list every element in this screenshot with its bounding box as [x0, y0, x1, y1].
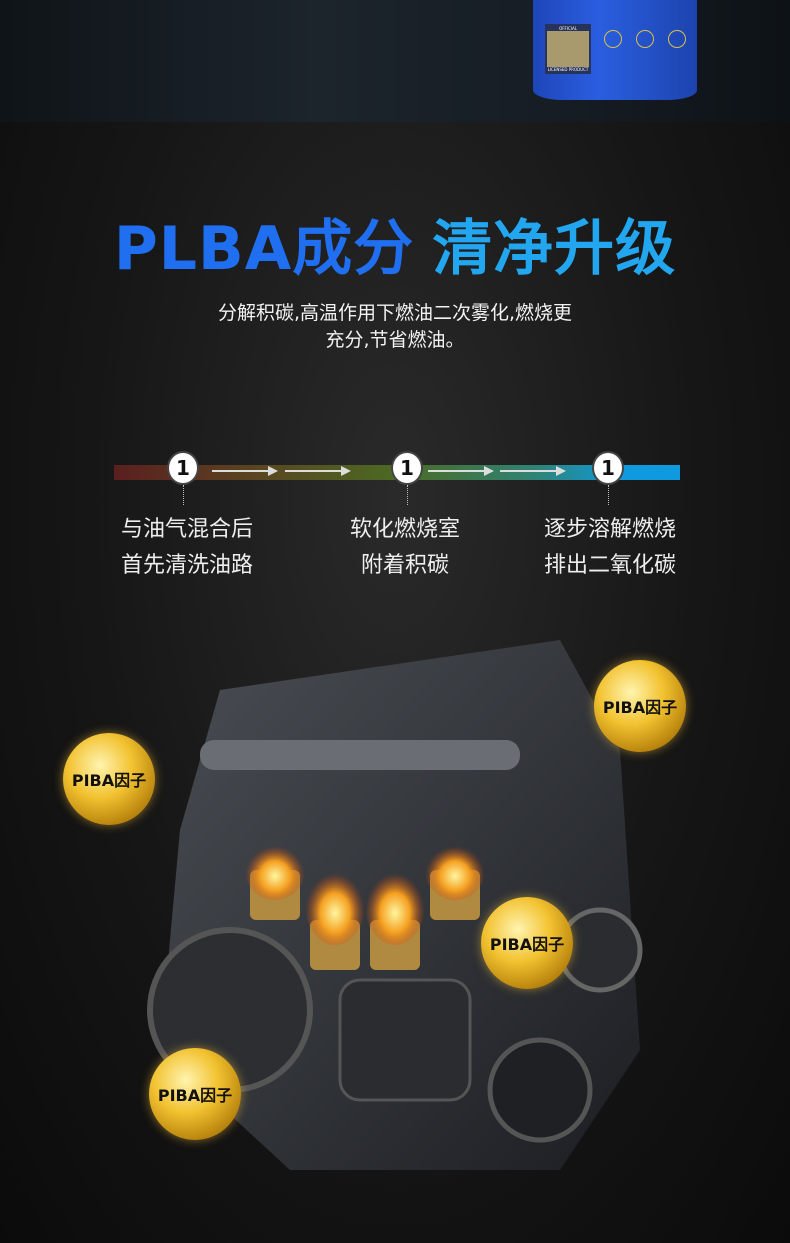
step-node-1: 1: [167, 451, 199, 485]
molecule-icon: [636, 30, 654, 48]
product-banner: OFFICIAL LICENSED PRODUCT: [0, 0, 790, 122]
step-node-3: 1: [592, 451, 624, 485]
description-line1: 分解积碳,高温作用下燃油二次雾化,燃烧更: [217, 302, 573, 324]
step-line: 附着积碳: [360, 553, 449, 578]
step-line: 与油气混合后: [120, 517, 253, 542]
step-2-text: 软化燃烧室附着积碳: [305, 512, 505, 584]
step-line: 排出二氧化碳: [543, 553, 676, 578]
step-3-text: 逐步溶解燃烧排出二氧化碳: [510, 512, 710, 584]
headline-part1: PLBA成分: [113, 214, 415, 284]
piba-factor-ball: PIBA因子: [594, 660, 686, 752]
step-1-text: 与油气混合后首先清洗油路: [87, 512, 287, 584]
headline-part2: 清净升级: [432, 214, 677, 284]
arrow-icon: [212, 466, 278, 476]
step-line: 逐步溶解燃烧: [543, 517, 676, 542]
connector: [407, 485, 408, 505]
badge-top-text: OFFICIAL: [547, 26, 589, 31]
description-line2: 充分,节省燃油。: [325, 329, 465, 351]
piba-factor-ball: PIBA因子: [149, 1048, 241, 1140]
badge-bottom-text: LICENSED PRODUCT: [547, 67, 589, 72]
step-line: 软化燃烧室: [349, 517, 460, 542]
arrow-icon: [428, 466, 494, 476]
shield-icon: [604, 30, 622, 48]
piba-factor-ball: PIBA因子: [481, 897, 573, 989]
arrow-icon: [285, 466, 351, 476]
connector: [608, 485, 609, 505]
license-badge: OFFICIAL LICENSED PRODUCT: [545, 24, 591, 74]
fuel-can-icon: [668, 30, 686, 48]
piba-factor-ball: PIBA因子: [63, 733, 155, 825]
arrow-icon: [500, 466, 566, 476]
step-node-2: 1: [391, 451, 423, 485]
description: 分解积碳,高温作用下燃油二次雾化,燃烧更充分,节省燃油。: [0, 300, 790, 354]
connector: [183, 485, 184, 505]
headline: PLBA成分清净升级: [0, 200, 790, 287]
step-line: 首先清洗油路: [120, 553, 253, 578]
